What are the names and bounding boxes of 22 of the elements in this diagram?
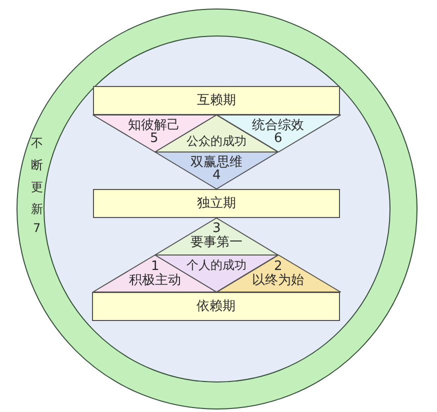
stage-box: 独立期 — [93, 189, 340, 218]
ring-label: 不断更新 — [30, 135, 44, 218]
victory-label: 个人的成功 — [186, 258, 246, 272]
habit-label: 双赢思维 — [190, 156, 242, 170]
habit-number: 6 — [274, 132, 282, 146]
ring-circle — [16, 8, 418, 410]
ring-number: 7 — [33, 221, 41, 235]
habit-label: 统合综效 — [252, 119, 304, 133]
habit-number: 4 — [212, 169, 221, 183]
stage-box: 依赖期 — [92, 292, 340, 321]
habit-label: 要事第一 — [190, 236, 242, 250]
habit-label: 知彼解己 — [128, 119, 180, 133]
victory-label: 公众的成功 — [186, 134, 246, 148]
habit-number: 5 — [150, 132, 158, 146]
stage-box: 互赖期 — [93, 86, 340, 115]
habit-number: 3 — [212, 222, 221, 236]
habit-label: 以终为始 — [252, 274, 304, 288]
habit-label: 积极主动 — [129, 274, 181, 288]
habit-number: 2 — [274, 260, 282, 274]
triangle-panel — [155, 152, 278, 189]
habit-number: 1 — [151, 260, 160, 274]
triangle-panel — [155, 218, 278, 255]
